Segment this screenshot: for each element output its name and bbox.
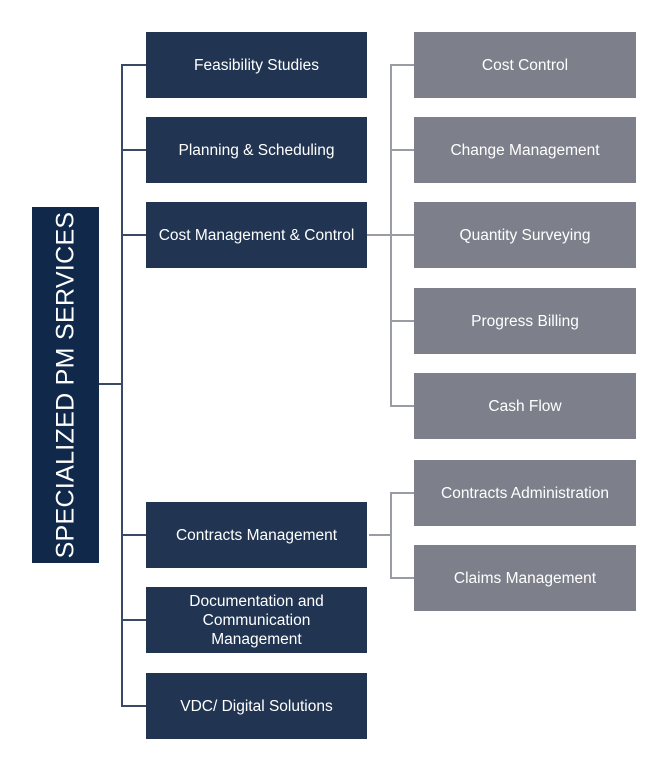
node-cost-management-control: Cost Management & Control [146, 202, 367, 268]
node-label: Contracts Administration [441, 484, 609, 502]
node-claims-management: Claims Management [414, 545, 636, 611]
node-cash-flow: Cash Flow [414, 373, 636, 439]
node-label: Quantity Surveying [459, 226, 591, 244]
node-label: VDC/ Digital Solutions [180, 697, 333, 715]
connector-branch [390, 577, 414, 579]
connector-branch [121, 534, 146, 536]
connector-trunk [121, 64, 123, 707]
node-feasibility-studies: Feasibility Studies [146, 32, 367, 98]
connector-contracts [369, 534, 392, 536]
node-label: Cash Flow [488, 397, 562, 415]
node-contracts-administration: Contracts Administration [414, 460, 636, 526]
node-documentation-communication: Documentation and Communication Manageme… [146, 587, 367, 653]
connector-root [99, 383, 123, 385]
connector-branch [121, 64, 146, 66]
root-node: SPECIALIZED PM SERVICES [32, 207, 99, 563]
node-label: Contracts Management [175, 526, 338, 544]
node-label: Planning & Scheduling [178, 141, 335, 159]
node-progress-billing: Progress Billing [414, 288, 636, 354]
node-quantity-surveying: Quantity Surveying [414, 202, 636, 268]
connector-branch [390, 320, 414, 322]
connector-branch [121, 619, 146, 621]
connector-contracts-trunk [390, 492, 392, 579]
connector-branch [121, 149, 146, 151]
connector-branch [390, 492, 414, 494]
connector-branch [121, 234, 146, 236]
node-label: Change Management [450, 141, 600, 159]
connector-branch [390, 405, 414, 407]
node-label: Documentation and Communication Manageme… [189, 592, 324, 648]
node-cost-control: Cost Control [414, 32, 636, 98]
node-label: Cost Control [481, 56, 569, 74]
node-vdc-digital-solutions: VDC/ Digital Solutions [146, 673, 367, 739]
connector-branch [390, 149, 414, 151]
node-label: Progress Billing [471, 312, 579, 330]
node-label: Cost Management & Control [158, 226, 355, 244]
node-planning-scheduling: Planning & Scheduling [146, 117, 367, 183]
node-label: Feasibility Studies [194, 56, 319, 74]
node-contracts-management: Contracts Management [146, 502, 367, 568]
connector-branch [121, 705, 146, 707]
connector-cost [367, 234, 392, 236]
connector-branch [390, 64, 414, 66]
node-change-management: Change Management [414, 117, 636, 183]
root-label: SPECIALIZED PM SERVICES [51, 211, 79, 559]
connector-branch [390, 234, 414, 236]
node-label: Claims Management [453, 569, 597, 587]
